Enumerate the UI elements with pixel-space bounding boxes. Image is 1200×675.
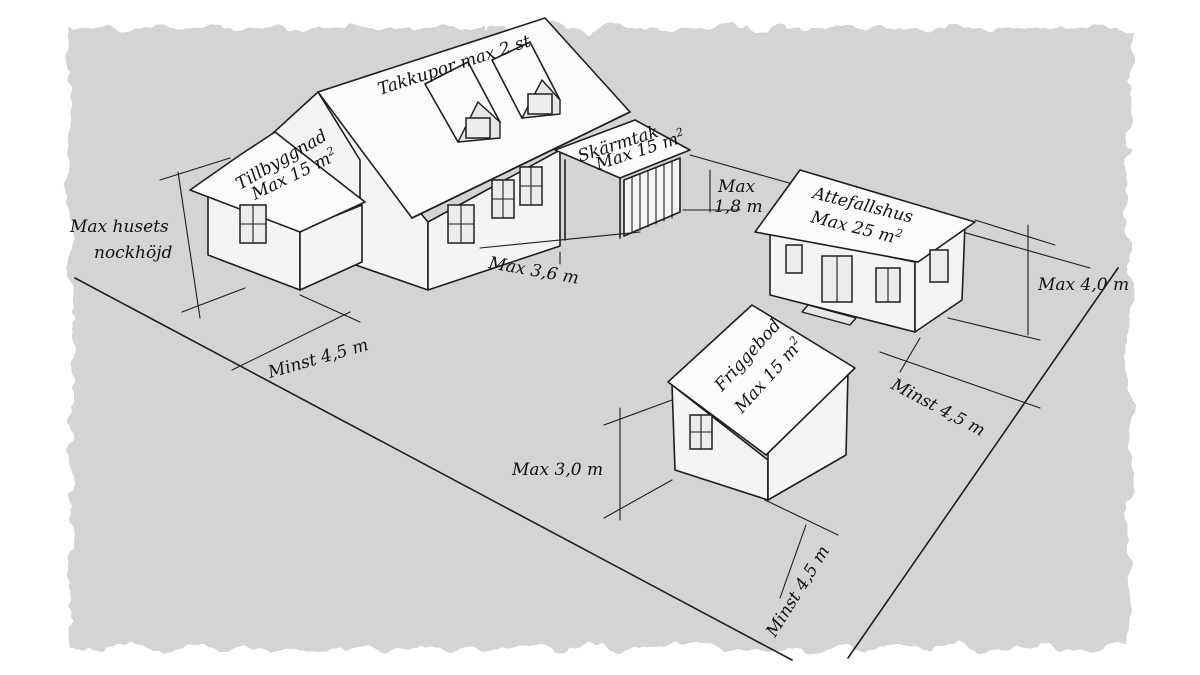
- dormer-right: [491, 41, 561, 119]
- dimension-lines: [159, 157, 1056, 599]
- dormer-left: [424, 61, 501, 143]
- max-18-line2: 1,8 m: [714, 197, 763, 217]
- max-18-line1: Max: [717, 177, 756, 197]
- main-house: [259, 17, 631, 291]
- max-30-label: Max 3,0 m: [511, 460, 603, 480]
- skarmtak: [554, 119, 691, 241]
- max-husets-line1: Max husets: [69, 217, 169, 237]
- max-40-label: Max 4,0 m: [1037, 275, 1129, 295]
- paper-background: [70, 28, 1130, 648]
- window: [929, 249, 949, 283]
- tillbyggnad: [189, 131, 366, 291]
- attefallshus: [754, 169, 976, 333]
- max-husets-line2: nockhöjd: [94, 243, 172, 263]
- window: [785, 244, 803, 274]
- friggebod: [667, 304, 856, 501]
